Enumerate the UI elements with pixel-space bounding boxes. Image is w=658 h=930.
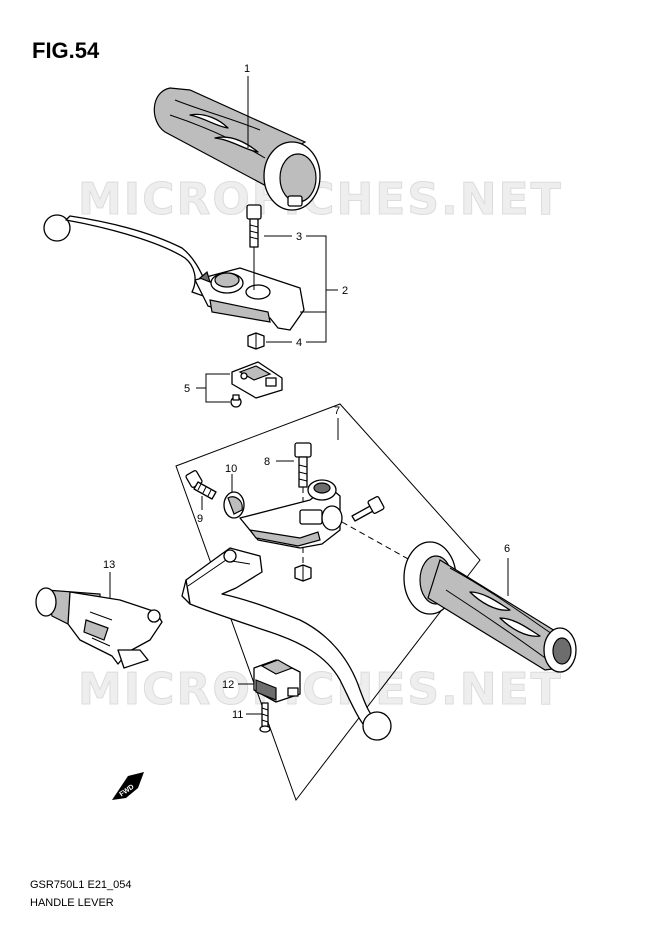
callout-10: 10 — [225, 463, 237, 475]
callout-4: 4 — [296, 337, 302, 349]
part-9-adjuster-screw — [185, 470, 217, 500]
callout-6: 6 — [504, 543, 510, 555]
bracket-2 — [306, 235, 327, 343]
watermark-bottom: MICROFICHES.NET — [78, 664, 563, 715]
callout-7: 7 — [334, 405, 340, 417]
part-2-brake-lever — [43, 214, 305, 331]
part-11-switch-screw — [259, 702, 271, 733]
part-13-lever-guard — [35, 587, 163, 669]
part-10-adjuster-dial — [223, 491, 245, 519]
callout-5: 5 — [184, 383, 190, 395]
figure-title: FIG.54 — [32, 38, 100, 63]
part-4-nut — [247, 332, 265, 350]
callout-13: 13 — [103, 559, 115, 571]
clutch-lever — [181, 547, 392, 741]
callout-3: 3 — [296, 231, 302, 243]
callout-11: 11 — [232, 709, 243, 721]
fwd-arrow-icon: FWD — [112, 772, 144, 800]
watermark-top: MICROFICHES.NET — [78, 174, 563, 225]
bracket-5 — [205, 373, 230, 403]
part-6-right-grip — [403, 541, 577, 673]
figure-caption: HANDLE LEVER — [30, 897, 114, 909]
part-1-left-grip — [153, 87, 321, 211]
clutch-lever-holder — [239, 479, 343, 549]
part-8-pivot-bolt — [294, 442, 312, 568]
callout-9: 9 — [197, 513, 203, 525]
holder-clamp-bolt — [351, 496, 385, 522]
callout-8: 8 — [264, 456, 270, 468]
assembly-dash-line — [341, 521, 411, 561]
part-3-pivot-bolt — [246, 204, 262, 290]
callout-1: 1 — [244, 63, 250, 75]
part-12-clutch-switch — [253, 659, 301, 703]
figure-code: GSR750L1 E21_054 — [30, 879, 132, 891]
callout-2: 2 — [342, 285, 348, 297]
part-5-brake-switch — [230, 361, 283, 408]
callout-12: 12 — [222, 679, 234, 691]
holder-nut — [294, 564, 312, 582]
